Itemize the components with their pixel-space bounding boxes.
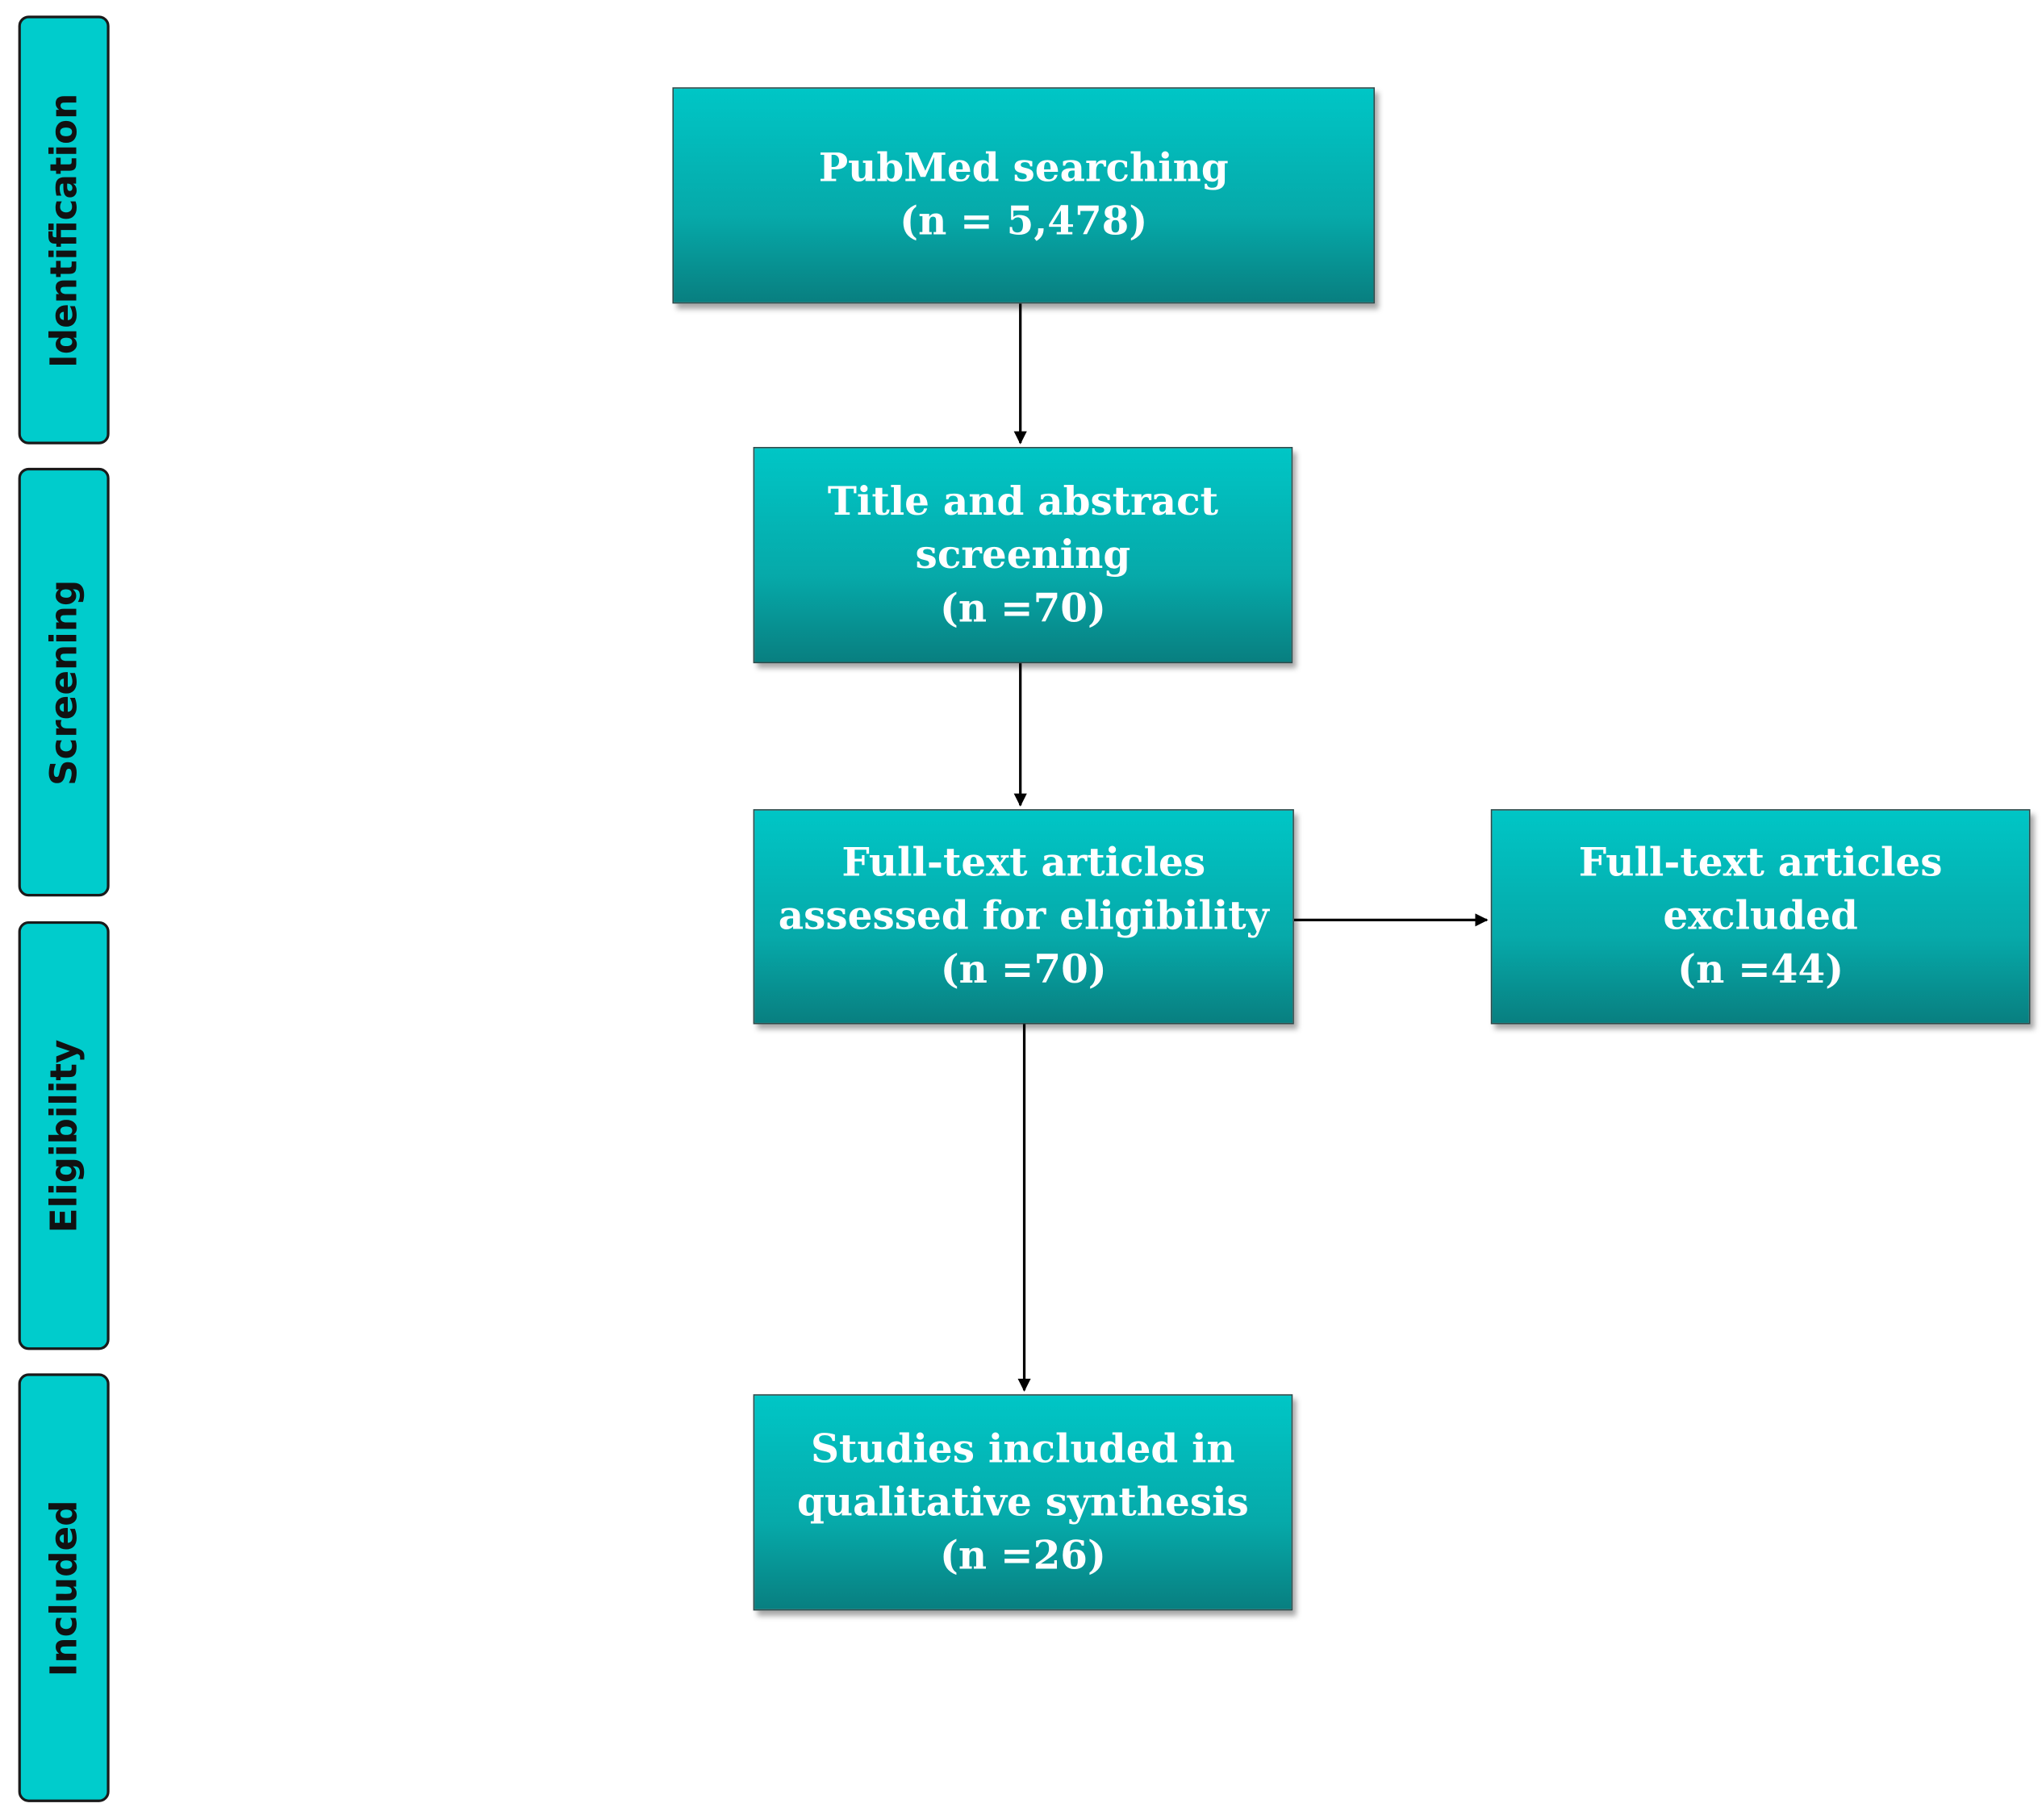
pubmed-box-line1: PubMed searching (818, 145, 1229, 192)
included-box-line2: qualitative synthesis (796, 1480, 1249, 1526)
phase-included: Included (18, 1373, 110, 1802)
pubmed-searching-box: PubMed searching (n = 5,478) (672, 87, 1376, 304)
fulltext-assessed-box: Full-text articles assessed for eligibil… (753, 809, 1294, 1025)
phase-eligibility: Eligibility (18, 920, 110, 1350)
excluded-box-line1: Full-text articles excluded (1578, 840, 1943, 940)
pubmed-box-line2: (n = 5,478) (900, 199, 1148, 245)
included-box-line3: (n =26) (939, 1533, 1106, 1579)
included-box-line1: Studies included in (811, 1426, 1235, 1472)
studies-included-box: Studies included in qualitative synthesi… (753, 1394, 1293, 1611)
title-abstract-screening-box: Title and abstract screening (n =70) (753, 447, 1293, 664)
screening-box-line2: screening (915, 532, 1131, 578)
screening-box-line1: Title and abstract (827, 478, 1218, 525)
excluded-box-line2: (n =44) (1677, 947, 1844, 993)
assessed-box-line2: assessed for eligibility (778, 894, 1269, 940)
assessed-box-line3: (n =70) (940, 947, 1107, 993)
fulltext-excluded-box: Full-text articles excluded (n =44) (1490, 809, 2031, 1025)
screening-box-line3: (n =70) (939, 586, 1106, 632)
phase-screening: Screening (18, 467, 110, 897)
phase-identification: Identification (18, 15, 110, 445)
assessed-box-line1: Full-text articles (841, 840, 1206, 887)
